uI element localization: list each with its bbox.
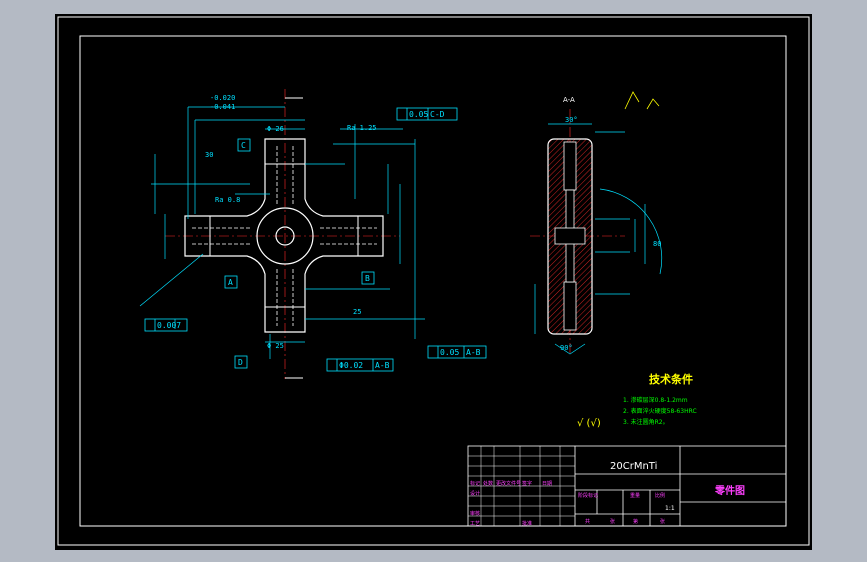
tb-sheet-no: 第: [633, 518, 638, 525]
tb-stage: 阶段标记: [578, 492, 598, 499]
datum-d: D: [238, 358, 243, 367]
drawing-title: 零件图: [714, 484, 745, 497]
cad-viewport[interactable]: -0.020 -0.041 Φ 26 Φ 25 Ra 1.25 Ra 0.8 3…: [55, 14, 812, 550]
material-label: 20CrMnTi: [610, 461, 657, 472]
datum-c: C: [241, 141, 246, 150]
section-label: A-A: [563, 96, 575, 104]
tb-process: 工艺: [470, 521, 480, 527]
tech-item-2: 2. 表面淬火硬度58-63HRC: [623, 407, 697, 415]
tol-pos-ref: A-B: [375, 361, 390, 370]
inner-frame: [79, 35, 787, 527]
dim-phi25: Φ 25: [267, 342, 284, 350]
tol-bottom: 0.05: [440, 348, 459, 357]
tol-bottom-ref: A-B: [466, 348, 481, 357]
tb-total: 共: [585, 518, 590, 525]
front-view: -0.020 -0.041 Φ 26 Φ 25 Ra 1.25 Ra 0.8 3…: [139, 89, 487, 379]
tb-scale: 比例: [655, 492, 665, 499]
tb-approve: 批准: [522, 520, 532, 527]
tb-sheets-2: 张: [660, 518, 665, 525]
tol-pos-value: Φ0.02: [339, 361, 363, 370]
tb-count: 处数: [483, 480, 493, 487]
datum-a: A: [228, 278, 233, 287]
tol-top: 0.05: [409, 110, 428, 119]
scale-label: 1:1: [665, 505, 675, 512]
dim-80: 80: [653, 240, 661, 248]
dim-30: 30: [205, 151, 213, 159]
tb-date: 日期: [542, 481, 552, 487]
tb-review: 审核: [470, 510, 480, 517]
dim-top-2: -0.041: [210, 103, 235, 111]
datum-b: B: [365, 274, 370, 283]
section-view: A-A 30° 90° 80: [530, 91, 663, 355]
dim-phi26: Φ 26: [267, 125, 284, 133]
tb-sign: 签字: [522, 480, 532, 487]
tb-design: 设计: [470, 490, 480, 497]
tech-requirements: 技术条件 1. 渗碳层深0.8-1.2mm 2. 表面淬火硬度58-63HRC …: [577, 372, 697, 429]
dim-25: 25: [353, 308, 361, 316]
tech-title: 技术条件: [649, 372, 693, 386]
dim-top-1: -0.020: [210, 94, 235, 102]
tb-change-doc: 更改文件号: [496, 480, 521, 487]
tech-item-3: 3. 未注圆角R2。: [623, 418, 669, 426]
roughness-note: √ (√): [577, 418, 601, 429]
ra-mid: Ra 0.8: [215, 196, 240, 204]
tb-weight: 重量: [630, 492, 640, 499]
tech-item-1: 1. 渗碳层深0.8-1.2mm: [623, 396, 688, 404]
tol-top-ref: C-D: [430, 110, 445, 119]
outer-frame: [57, 16, 810, 546]
tb-sheets-1: 张: [610, 518, 615, 525]
title-block: 20CrMnTi 零件图 1:1 标记 处数 更改文件号 签字 日期 设计 审核…: [467, 445, 787, 527]
tb-mark: 标记: [470, 480, 480, 487]
tol-left: 0.007: [157, 321, 181, 330]
angle-30: 30°: [565, 116, 578, 124]
cad-drawing: -0.020 -0.041 Φ 26 Φ 25 Ra 1.25 Ra 0.8 3…: [57, 16, 810, 546]
angle-90: 90°: [560, 344, 573, 352]
ra-top: Ra 1.25: [347, 124, 377, 132]
